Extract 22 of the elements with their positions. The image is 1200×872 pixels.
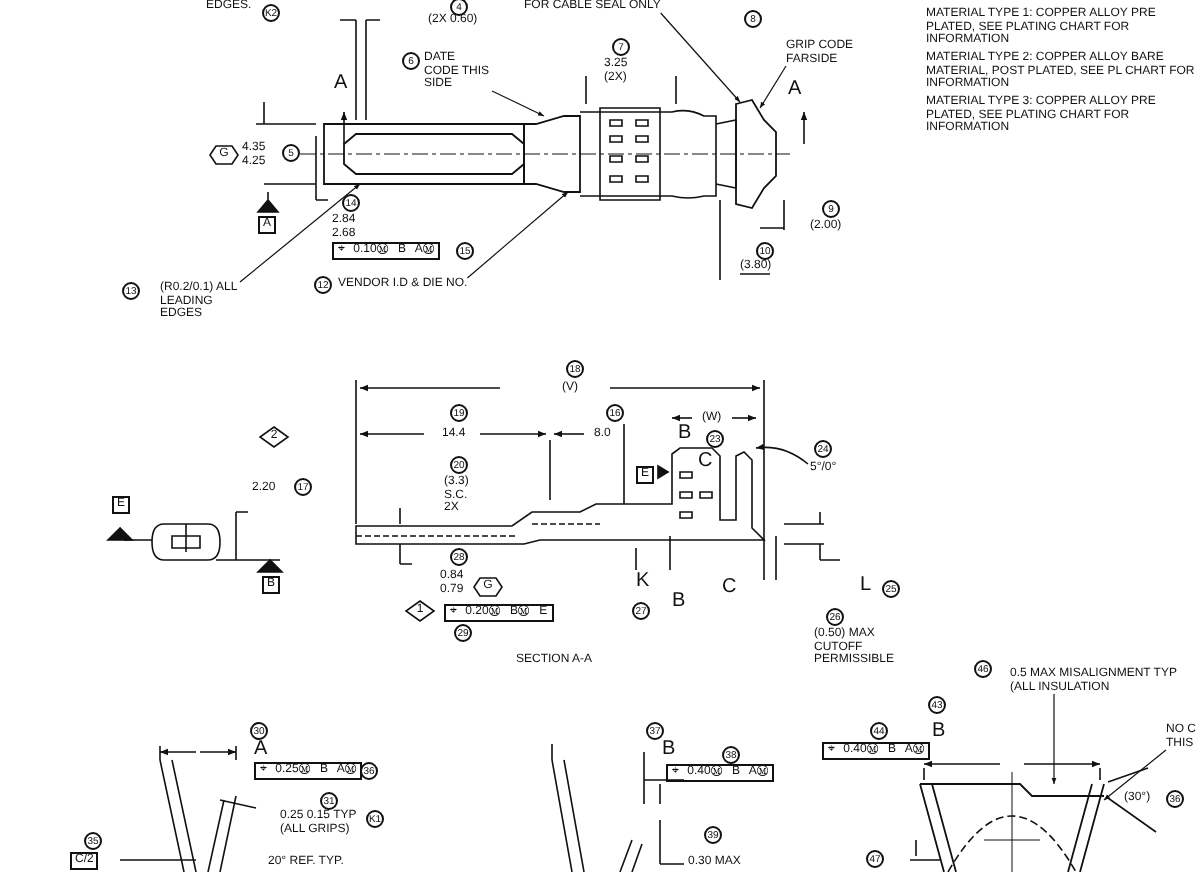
section-letter: B bbox=[662, 740, 676, 760]
section-letter: B bbox=[678, 424, 692, 444]
section-letter: C bbox=[698, 452, 713, 472]
section-letter: A bbox=[334, 74, 348, 94]
section-letter: L bbox=[860, 576, 872, 596]
section-letter: C bbox=[722, 578, 737, 598]
section-letter: B bbox=[932, 722, 946, 742]
grip-flange bbox=[735, 98, 777, 210]
section-letter: B bbox=[672, 592, 686, 612]
leader-line bbox=[466, 191, 569, 279]
leader-line bbox=[1103, 749, 1167, 801]
transition-section bbox=[523, 115, 581, 193]
section-letter: K bbox=[636, 572, 650, 592]
section-letter: A bbox=[788, 80, 802, 100]
leader-line bbox=[759, 65, 787, 109]
section-letter: A bbox=[254, 740, 268, 760]
leader-line bbox=[660, 12, 741, 103]
leader-line bbox=[1051, 693, 1057, 785]
insulation-grip-section bbox=[919, 783, 1105, 872]
leader-line bbox=[239, 183, 361, 283]
leader-line bbox=[491, 90, 545, 117]
contact-tube bbox=[323, 123, 525, 185]
